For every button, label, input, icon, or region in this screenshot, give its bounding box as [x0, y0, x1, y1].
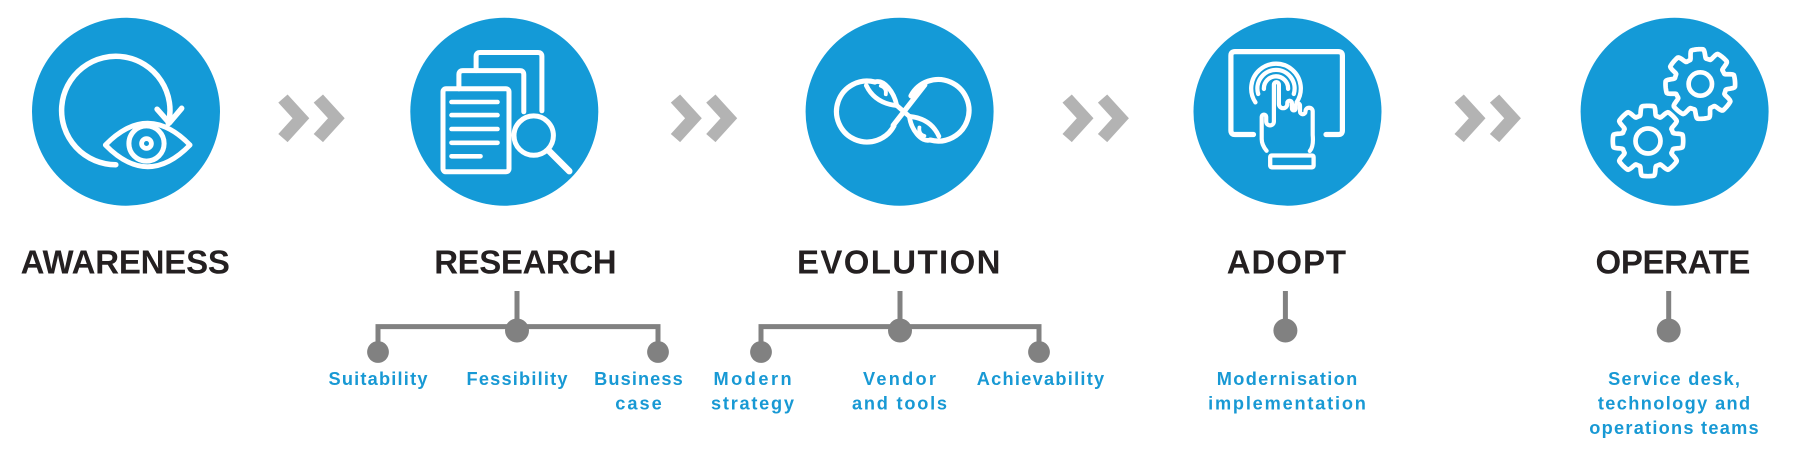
- svg-text:strategy: strategy: [711, 394, 796, 414]
- svg-text:Achievability: Achievability: [977, 369, 1106, 389]
- svg-text:AWARENESS: AWARENESS: [21, 243, 230, 280]
- svg-text:Business: Business: [594, 369, 684, 389]
- svg-text:and tools: and tools: [852, 394, 949, 414]
- svg-text:implementation: implementation: [1208, 394, 1368, 414]
- svg-text:Modernisation: Modernisation: [1217, 369, 1359, 389]
- svg-text:case: case: [615, 394, 663, 414]
- svg-text:RESEARCH: RESEARCH: [434, 243, 616, 280]
- svg-text:Suitability: Suitability: [329, 369, 429, 389]
- svg-text:Fessibility: Fessibility: [467, 369, 569, 389]
- svg-text:ADOPT: ADOPT: [1227, 243, 1347, 280]
- svg-text:Service desk,: Service desk,: [1608, 369, 1741, 389]
- svg-text:operations teams: operations teams: [1589, 418, 1760, 438]
- svg-text:Modern: Modern: [713, 369, 794, 389]
- svg-text:OPERATE: OPERATE: [1596, 243, 1751, 280]
- svg-text:Vendor: Vendor: [863, 369, 938, 389]
- svg-text:technology and: technology and: [1598, 394, 1752, 414]
- svg-text:EVOLUTION: EVOLUTION: [797, 243, 1002, 280]
